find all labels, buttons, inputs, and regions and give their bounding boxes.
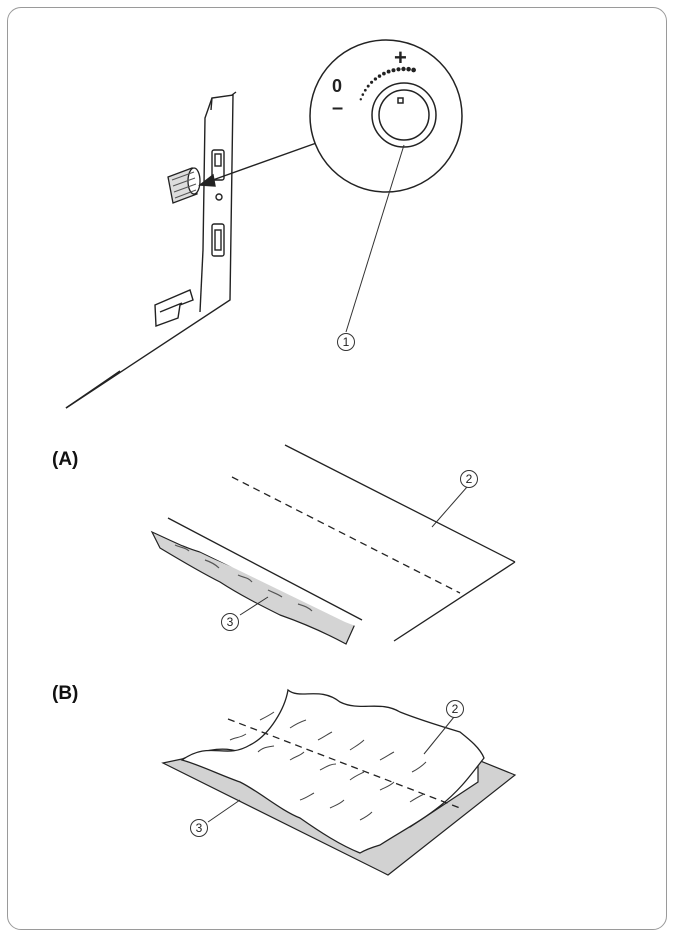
- illustration-frame: [7, 7, 667, 930]
- callout-b2-leader: [423, 716, 455, 755]
- callout-1-marker: 1: [337, 333, 355, 351]
- callout-a3-marker: 3: [221, 613, 239, 631]
- dial-scale-dot: [386, 69, 391, 74]
- dial-scale-dot: [370, 80, 374, 84]
- dial-scale-dots: [359, 66, 416, 101]
- panel-a-bottom-fabric: [150, 530, 356, 645]
- panel-a-label: (A): [52, 449, 79, 470]
- dial-plus-label: +: [394, 45, 407, 70]
- dial-scale-dot: [373, 77, 378, 81]
- dial-scale-dot: [366, 84, 370, 88]
- tension-knob: [167, 167, 201, 204]
- dial-scale-dot: [411, 67, 416, 73]
- dial-scale-dot: [377, 74, 382, 78]
- panel-b-label: (B): [52, 683, 79, 704]
- dial-scale-dot: [382, 71, 386, 76]
- callout-b3-leader: [207, 799, 241, 823]
- dial-scale-dot: [396, 67, 401, 72]
- dial-scale-dot: [406, 66, 411, 72]
- callout-a3-leader: [239, 596, 269, 616]
- dial-minus-label: –: [332, 97, 344, 119]
- callout-b3-marker: 3: [190, 819, 208, 837]
- dial-scale-dot: [391, 68, 396, 73]
- magnified-dial: [309, 39, 463, 193]
- dial-scale-dot: [363, 88, 367, 92]
- callout-a2-leader: [431, 486, 468, 528]
- machine-side-panel: [65, 91, 237, 409]
- dial-scale-dot: [361, 93, 365, 96]
- callout-1-leader: [345, 144, 405, 333]
- callout-a2-marker: 2: [460, 470, 478, 488]
- dial-zero-label: 0: [332, 76, 343, 96]
- dial-scale-dot: [359, 98, 362, 101]
- panel-b-top-fabric: [180, 688, 485, 854]
- dial-scale-dot: [401, 66, 406, 72]
- panel-a-top-fabric: [160, 444, 516, 642]
- callout-b2-marker: 2: [446, 700, 464, 718]
